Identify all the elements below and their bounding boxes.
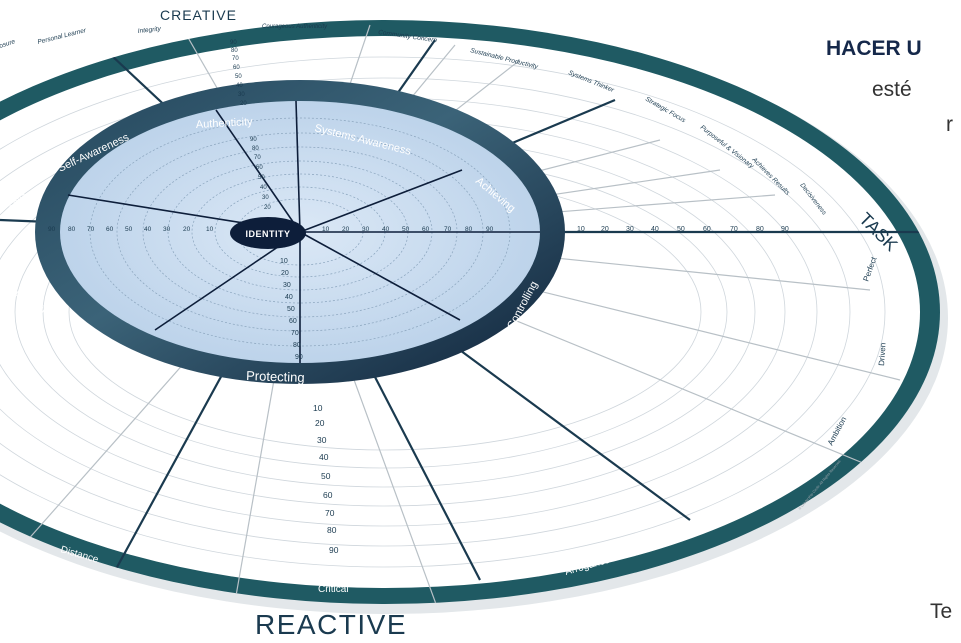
scale-left: 90 80 70 60 50 40 30 20 10 xyxy=(48,226,214,233)
reactive-label: REACTIVE xyxy=(255,609,407,640)
svg-text:70: 70 xyxy=(254,155,261,161)
svg-text:60: 60 xyxy=(323,490,333,500)
svg-text:80: 80 xyxy=(756,226,764,233)
creative-label: CREATIVE xyxy=(160,7,237,23)
scale-right-inner: 10 20 30 40 50 60 70 80 90 xyxy=(322,226,494,233)
svg-text:80: 80 xyxy=(465,226,473,233)
svg-text:70: 70 xyxy=(87,226,95,233)
svg-text:40: 40 xyxy=(236,83,243,89)
svg-text:80: 80 xyxy=(327,525,337,535)
svg-text:70: 70 xyxy=(444,226,452,233)
svg-text:90: 90 xyxy=(48,226,56,233)
label-driven: Driven xyxy=(877,342,888,366)
svg-text:50: 50 xyxy=(402,226,410,233)
label-courageous-authenticity: Courageous Authenticity xyxy=(262,24,328,30)
label-left-clipped: osure xyxy=(0,38,16,50)
svg-text:30: 30 xyxy=(283,282,291,289)
svg-text:40: 40 xyxy=(285,294,293,301)
svg-text:30: 30 xyxy=(163,226,171,233)
svg-text:40: 40 xyxy=(651,226,659,233)
svg-text:10: 10 xyxy=(206,226,214,233)
side-text-line-1: esté xyxy=(872,78,912,101)
svg-text:50: 50 xyxy=(125,226,133,233)
svg-text:50: 50 xyxy=(235,74,242,80)
svg-text:40: 40 xyxy=(319,452,329,462)
svg-text:30: 30 xyxy=(626,226,634,233)
label-personal-learner: Personal Learner xyxy=(37,27,88,46)
scale-top-outer: 90 80 70 60 50 40 30 20 xyxy=(230,40,247,107)
side-text-line-2: r xyxy=(946,113,953,136)
svg-text:60: 60 xyxy=(106,226,114,233)
svg-text:80: 80 xyxy=(252,146,259,152)
label-protecting: Protecting xyxy=(246,368,305,385)
svg-text:10: 10 xyxy=(280,258,288,265)
svg-text:20: 20 xyxy=(240,101,247,107)
svg-text:70: 70 xyxy=(232,56,239,62)
svg-text:90: 90 xyxy=(250,137,257,143)
svg-text:10: 10 xyxy=(577,226,585,233)
svg-text:70: 70 xyxy=(325,508,335,518)
svg-text:30: 30 xyxy=(262,195,269,201)
side-heading-text: HACER U xyxy=(826,37,922,60)
svg-text:40: 40 xyxy=(260,185,267,191)
svg-text:10: 10 xyxy=(313,403,323,413)
svg-text:80: 80 xyxy=(231,48,238,54)
svg-text:50: 50 xyxy=(287,306,295,313)
center-label: IDENTITY xyxy=(245,229,290,239)
svg-text:20: 20 xyxy=(281,270,289,277)
svg-text:50: 50 xyxy=(258,175,265,181)
svg-text:80: 80 xyxy=(68,226,76,233)
svg-text:90: 90 xyxy=(230,40,237,46)
svg-text:60: 60 xyxy=(289,318,297,325)
svg-text:30: 30 xyxy=(238,92,245,98)
svg-text:60: 60 xyxy=(256,165,263,171)
svg-text:20: 20 xyxy=(264,205,271,211)
scale-right-outer: 10 20 30 40 50 60 70 80 90 xyxy=(577,226,789,233)
svg-text:60: 60 xyxy=(422,226,430,233)
svg-text:50: 50 xyxy=(321,471,331,481)
svg-text:70: 70 xyxy=(291,330,299,337)
svg-text:50: 50 xyxy=(677,226,685,233)
svg-text:90: 90 xyxy=(781,226,789,233)
svg-text:40: 40 xyxy=(144,226,152,233)
svg-text:70: 70 xyxy=(730,226,738,233)
svg-text:60: 60 xyxy=(233,65,240,71)
svg-text:90: 90 xyxy=(295,354,303,361)
svg-text:40: 40 xyxy=(382,226,390,233)
svg-text:30: 30 xyxy=(317,435,327,445)
side-text-bottom: Te xyxy=(930,600,953,623)
svg-text:20: 20 xyxy=(183,226,191,233)
scale-bottom-outer: 10 20 30 40 50 60 70 80 90 xyxy=(313,403,339,555)
svg-text:90: 90 xyxy=(329,545,339,555)
svg-text:20: 20 xyxy=(342,226,350,233)
svg-text:30: 30 xyxy=(362,226,370,233)
svg-text:60: 60 xyxy=(703,226,711,233)
scale-bottom-inner: 10 20 30 40 50 60 70 80 90 xyxy=(280,258,303,361)
svg-text:20: 20 xyxy=(601,226,609,233)
svg-text:20: 20 xyxy=(315,418,325,428)
inner-dividers xyxy=(67,100,540,363)
scale-top-inner: 90 80 70 60 50 40 30 20 xyxy=(250,137,271,211)
center-identity: IDENTITY xyxy=(230,217,306,249)
label-critical: Critical xyxy=(318,584,349,595)
svg-text:90: 90 xyxy=(486,226,494,233)
label-integrity: Integrity xyxy=(137,26,161,35)
svg-text:10: 10 xyxy=(322,226,330,233)
svg-text:80: 80 xyxy=(293,342,301,349)
label-authenticity: Authenticity xyxy=(196,116,254,131)
